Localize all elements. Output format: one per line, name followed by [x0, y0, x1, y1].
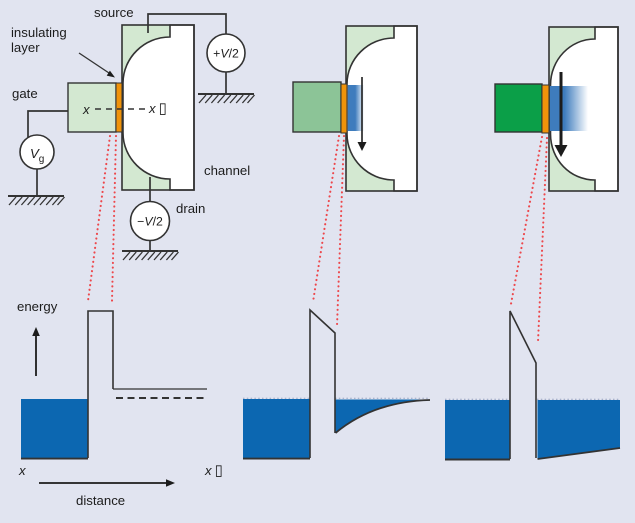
red-guide-line	[509, 135, 544, 306]
x-position-label: x	[18, 463, 26, 478]
red-guide-line	[110, 134, 118, 303]
insulating-layer-pointer-arrowhead	[106, 70, 115, 78]
tunnel-barrier	[309, 308, 336, 458]
insulating-layer	[115, 82, 123, 133]
energy-axis-arrowhead	[32, 327, 40, 336]
insulating-layer	[340, 83, 348, 134]
source-label: source	[94, 5, 134, 20]
device-diagram-middle	[292, 25, 418, 328]
device-diagram-left: +V/2 −V/2 Vg x x▯ source insulating laye…	[7, 5, 256, 303]
insulating-layer-label-line2: layer	[11, 40, 40, 55]
red-guide-line	[86, 134, 112, 303]
distance-axis-label: distance	[76, 493, 125, 508]
spin-arrow-head	[357, 142, 367, 151]
band-bending-line	[537, 447, 621, 460]
source-voltage-label: +V/2	[213, 47, 239, 61]
source-voltage-source	[206, 33, 246, 73]
band-bending-curve	[334, 399, 431, 434]
channel-region	[346, 25, 418, 192]
drain-voltage-label: −V/2	[137, 215, 163, 229]
gate-electrode	[494, 83, 543, 133]
gate-wire	[27, 110, 68, 138]
ground-icon	[121, 250, 180, 261]
drain-label: drain	[176, 201, 205, 216]
energy-diagram-right	[445, 310, 621, 461]
source-wire	[147, 13, 227, 34]
distance-axis-arrowhead	[166, 479, 175, 487]
x-prime-channel-label: x▯	[148, 100, 167, 117]
insulating-layer-pointer	[78, 52, 110, 74]
filled-states-gate	[445, 400, 510, 459]
accumulation-well-fill	[335, 399, 430, 433]
gate-label: gate	[12, 86, 38, 101]
spin-arrow-head	[554, 145, 568, 157]
channel-label: channel	[204, 163, 250, 178]
accumulation-layer	[550, 86, 588, 131]
energy-axis-label: energy	[17, 299, 58, 314]
tunnel-barrier	[87, 310, 114, 458]
filled-states-gate	[21, 399, 88, 458]
red-guide-line	[335, 134, 346, 328]
gate-voltage-source	[19, 134, 55, 170]
energy-diagram-middle	[243, 308, 431, 460]
energy-axes: energy x x▯ distance	[17, 299, 223, 508]
drain-voltage-source	[129, 200, 171, 242]
red-guide-line	[536, 136, 549, 344]
gate-electrode	[292, 81, 342, 133]
insulating-layer	[541, 84, 550, 134]
tunnel-barrier	[509, 310, 537, 459]
insulating-layer-label-line1: insulating	[11, 25, 67, 40]
x-gate-label: x	[82, 102, 90, 117]
channel-region	[122, 24, 195, 191]
filled-states-gate	[243, 399, 310, 458]
gate-voltage-label: Vg	[30, 146, 44, 165]
ground-icon	[7, 195, 66, 206]
filled-states-channel	[537, 400, 620, 459]
gate-electrode	[67, 82, 117, 133]
energy-diagram-left	[21, 310, 207, 460]
device-diagram-right	[494, 26, 619, 344]
ground-icon	[197, 93, 256, 104]
red-guide-line	[311, 134, 341, 304]
accumulation-layer	[348, 85, 364, 131]
x-prime-position-label: x▯	[204, 462, 223, 479]
